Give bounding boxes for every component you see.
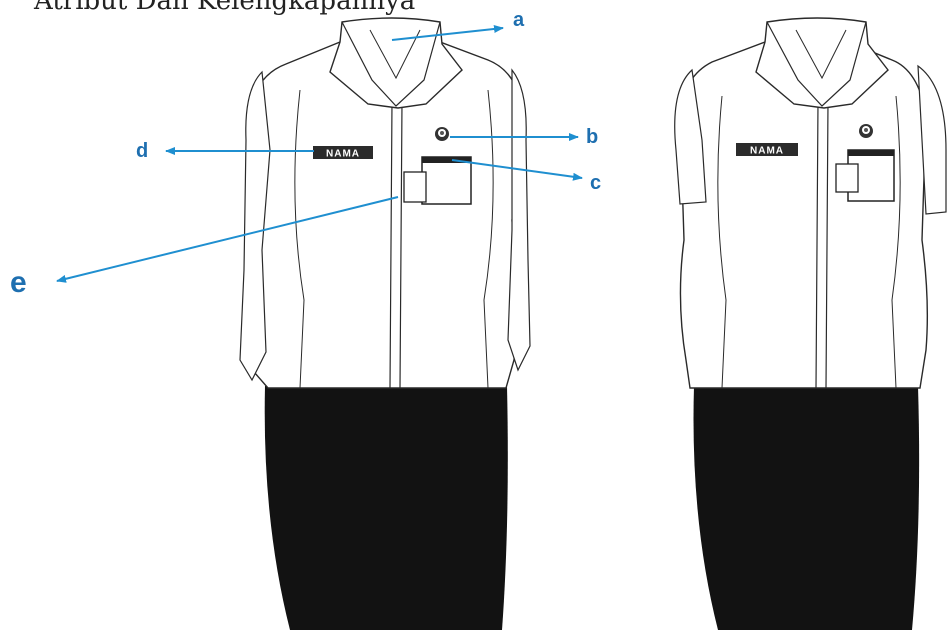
label-a: a bbox=[513, 9, 525, 31]
long-sleeve-uniform: NAMA bbox=[240, 18, 530, 630]
label-b: b bbox=[586, 126, 598, 148]
label-c: c bbox=[590, 172, 601, 194]
right-id-card bbox=[836, 164, 858, 192]
label-d: d bbox=[136, 140, 148, 162]
right-name-tag-text: NAMA bbox=[750, 146, 784, 157]
right-emblem-icon bbox=[859, 124, 873, 138]
right-skirt bbox=[694, 386, 920, 630]
left-id-card bbox=[404, 172, 426, 202]
left-emblem-icon bbox=[435, 127, 449, 141]
diagram-title: Atribut Dan Kelengkapannya bbox=[34, 0, 415, 16]
left-name-tag-text: NAMA bbox=[326, 149, 360, 160]
left-skirt bbox=[265, 386, 508, 630]
short-sleeve-uniform: NAMA bbox=[675, 18, 946, 630]
label-e: e bbox=[10, 266, 27, 299]
left-card-holder bbox=[422, 157, 471, 204]
